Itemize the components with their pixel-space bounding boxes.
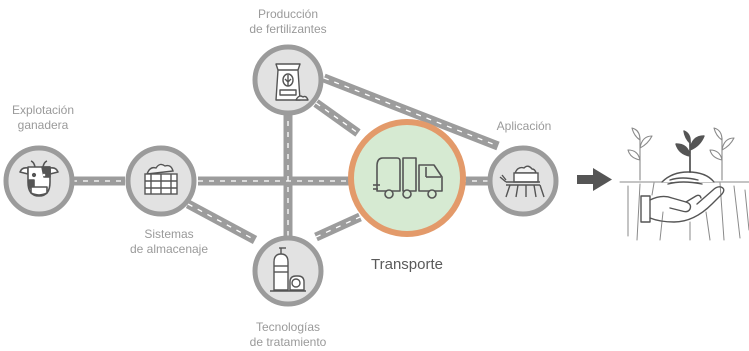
node-transporte bbox=[348, 119, 466, 237]
almacenaje-label: Sistemas de almacenaje bbox=[110, 227, 228, 257]
fertilizer-bag-icon bbox=[275, 63, 309, 101]
node-fertilizantes bbox=[252, 44, 324, 116]
aplicacion-label: Aplicación bbox=[496, 119, 552, 133]
explotacion-label-line1: Explotación bbox=[11, 103, 75, 117]
fertilizantes-label: Producción de fertilizantes bbox=[224, 7, 352, 37]
manure-box-icon bbox=[144, 163, 178, 195]
node-almacenaje bbox=[125, 145, 197, 217]
almacenaje-label-line1: Sistemas bbox=[144, 227, 194, 241]
arrow-right-icon bbox=[577, 168, 612, 191]
node-tecnologias bbox=[252, 235, 324, 307]
transporte-label: Transporte bbox=[371, 256, 443, 273]
truck-icon bbox=[373, 157, 443, 199]
hand-plants-icon bbox=[619, 127, 749, 241]
explotacion-label: Explotación ganadera bbox=[0, 103, 86, 133]
node-aplicacion bbox=[487, 145, 559, 217]
fertilizantes-label-line1: Producción bbox=[257, 7, 319, 21]
node-explotacion bbox=[3, 145, 75, 217]
roads bbox=[72, 73, 500, 244]
fertilizantes-label-line2: de fertilizantes bbox=[249, 22, 327, 36]
cow-icon bbox=[19, 160, 59, 197]
tecnologias-label: Tecnologías de tratamiento bbox=[228, 320, 348, 350]
almacenaje-label-line2: de almacenaje bbox=[129, 242, 209, 256]
spreader-icon bbox=[499, 165, 545, 198]
tecnologias-label-line1: Tecnologías bbox=[255, 320, 321, 334]
explotacion-label-line2: ganadera bbox=[17, 118, 69, 132]
tecnologias-label-line2: de tratamiento bbox=[249, 335, 327, 349]
treatment-tanks-icon bbox=[270, 247, 306, 292]
